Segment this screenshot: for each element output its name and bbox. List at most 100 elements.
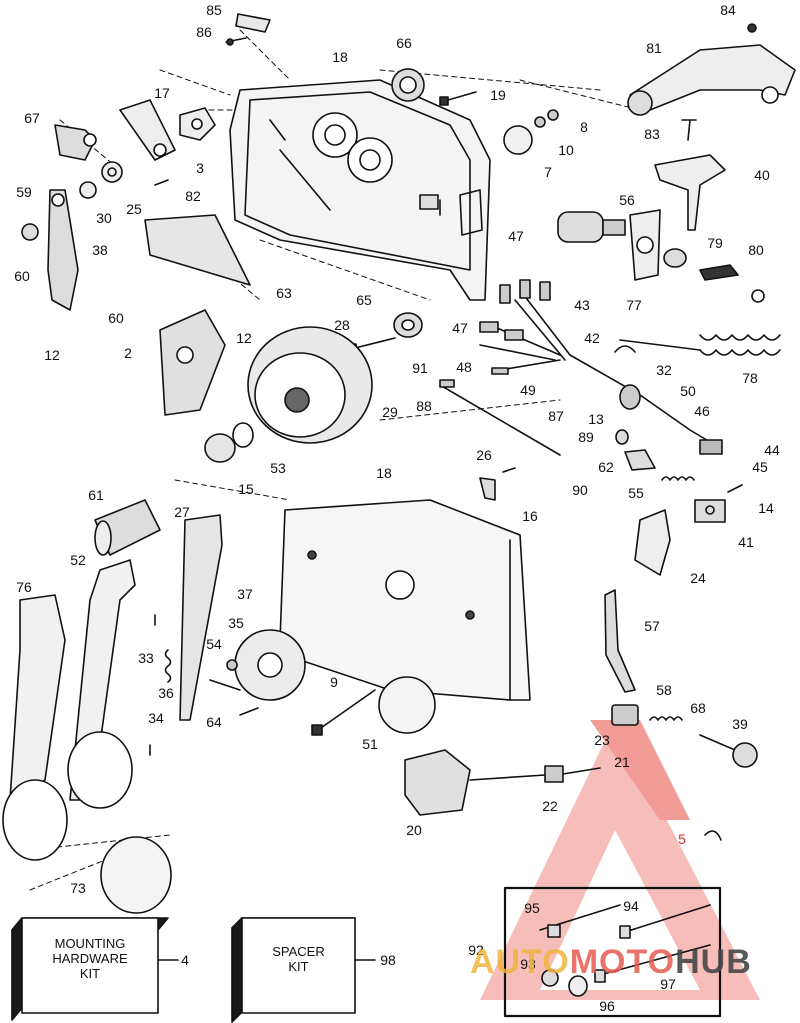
part-14-screw [727, 484, 743, 493]
part-63-plate [144, 214, 251, 286]
callout-46: 46 [694, 403, 710, 419]
part-17-plate [179, 107, 216, 141]
callout-2: 2 [124, 345, 132, 361]
callout-80: 80 [748, 242, 764, 258]
callout-9: 9 [330, 674, 338, 690]
part-81-trim-lever [627, 44, 796, 116]
part-79-nut [663, 248, 687, 268]
part-67-clamp [54, 124, 97, 161]
callout-27: 27 [174, 504, 190, 520]
part-18-control-housing-cover [279, 499, 531, 701]
part-8-nut [547, 109, 559, 121]
callout-54: 54 [206, 636, 222, 652]
part-32-clip [614, 345, 636, 353]
part-62-switch [624, 449, 656, 471]
part-37-disc [234, 629, 306, 701]
part-18-control-housing-top [229, 79, 491, 301]
callout-85: 85 [206, 2, 222, 18]
watermark-part-2: MOTO [569, 943, 676, 981]
callout-3: 3 [196, 160, 204, 176]
callout-10: 10 [558, 142, 574, 158]
callout-63: 63 [276, 285, 292, 301]
part-41-body [694, 499, 726, 523]
callout-20: 20 [406, 822, 422, 838]
part-24-bracket [634, 509, 671, 576]
callout-29: 29 [382, 404, 398, 420]
callout-19: 19 [490, 87, 506, 103]
callout-64: 64 [206, 714, 222, 730]
part-53-ring [232, 422, 254, 448]
part-50-grommet [619, 384, 641, 410]
watermark-part-3: HUB [675, 943, 752, 981]
callout-94: 94 [623, 898, 639, 914]
callout-68: 68 [690, 700, 706, 716]
callout-48: 48 [456, 359, 472, 375]
part-39-pin [699, 734, 758, 768]
mounting-hardware-kit-label: MOUNTING HARDWARE KIT [22, 936, 158, 981]
part-13-bushing [615, 429, 629, 445]
part-66-grommet [391, 68, 425, 102]
hardware-inset-box [503, 886, 722, 1018]
watermark-text: AUTOMOTOHUB [470, 943, 752, 982]
part-73-disc [100, 836, 172, 914]
callout-60-left: 60 [14, 268, 30, 284]
callout-7: 7 [544, 164, 552, 180]
callout-32: 32 [656, 362, 672, 378]
callout-66: 66 [396, 35, 412, 51]
part-38-arm [47, 189, 79, 311]
callout-42: 42 [584, 330, 600, 346]
callout-82: 82 [185, 188, 201, 204]
part-51-disc [378, 676, 436, 734]
callout-88: 88 [416, 398, 432, 414]
callout-26: 26 [476, 447, 492, 463]
part-57-arm [604, 589, 636, 693]
callout-53: 53 [270, 460, 286, 476]
callout-5: 5 [678, 831, 686, 847]
callout-86: 86 [196, 24, 212, 40]
callout-97: 97 [660, 976, 676, 992]
callout-28: 28 [334, 317, 350, 333]
part-58-block [611, 704, 639, 726]
mounting-kit-line-3: KIT [79, 966, 101, 981]
callout-13: 13 [588, 411, 604, 427]
callout-4: 4 [181, 952, 189, 968]
part-21-wire-lead [469, 765, 601, 783]
part-29-gear-housing [247, 326, 373, 444]
mounting-kit-line-1: MOUNTING [54, 936, 126, 951]
callout-41: 41 [738, 534, 754, 550]
callout-55: 55 [628, 485, 644, 501]
callout-61: 61 [88, 487, 104, 503]
part-10-washer [534, 116, 546, 128]
callout-87: 87 [548, 408, 564, 424]
callout-15: 15 [238, 481, 254, 497]
callout-14: 14 [758, 500, 774, 516]
callout-44: 44 [764, 442, 780, 458]
part-20-switch-box [404, 749, 471, 816]
mounting-kit-line-2: HARDWARE [52, 951, 128, 966]
callout-92: 92 [468, 942, 484, 958]
callout-96: 96 [599, 998, 615, 1014]
callout-47-mid: 47 [452, 320, 468, 336]
part-82-screw [154, 179, 169, 186]
part-2-shift-lever [159, 309, 226, 416]
callout-33: 33 [138, 650, 154, 666]
callout-52: 52 [70, 552, 86, 568]
part-85-clip [235, 13, 271, 33]
part-64-screw [239, 707, 259, 716]
callout-93: 93 [520, 956, 536, 972]
part-16-clip [479, 477, 496, 501]
part-19-screw [439, 91, 477, 106]
callout-22: 22 [542, 798, 558, 814]
spacer-kit-label: SPACER KIT [242, 944, 355, 974]
callout-24: 24 [690, 570, 706, 586]
callout-25: 25 [126, 201, 142, 217]
callout-90: 90 [572, 482, 588, 498]
callout-78: 78 [742, 370, 758, 386]
callout-35: 35 [228, 615, 244, 631]
callout-60-lower: 60 [108, 310, 124, 326]
part-15-ring [204, 433, 236, 463]
part-35-clip [226, 659, 238, 671]
callout-76: 76 [16, 579, 32, 595]
